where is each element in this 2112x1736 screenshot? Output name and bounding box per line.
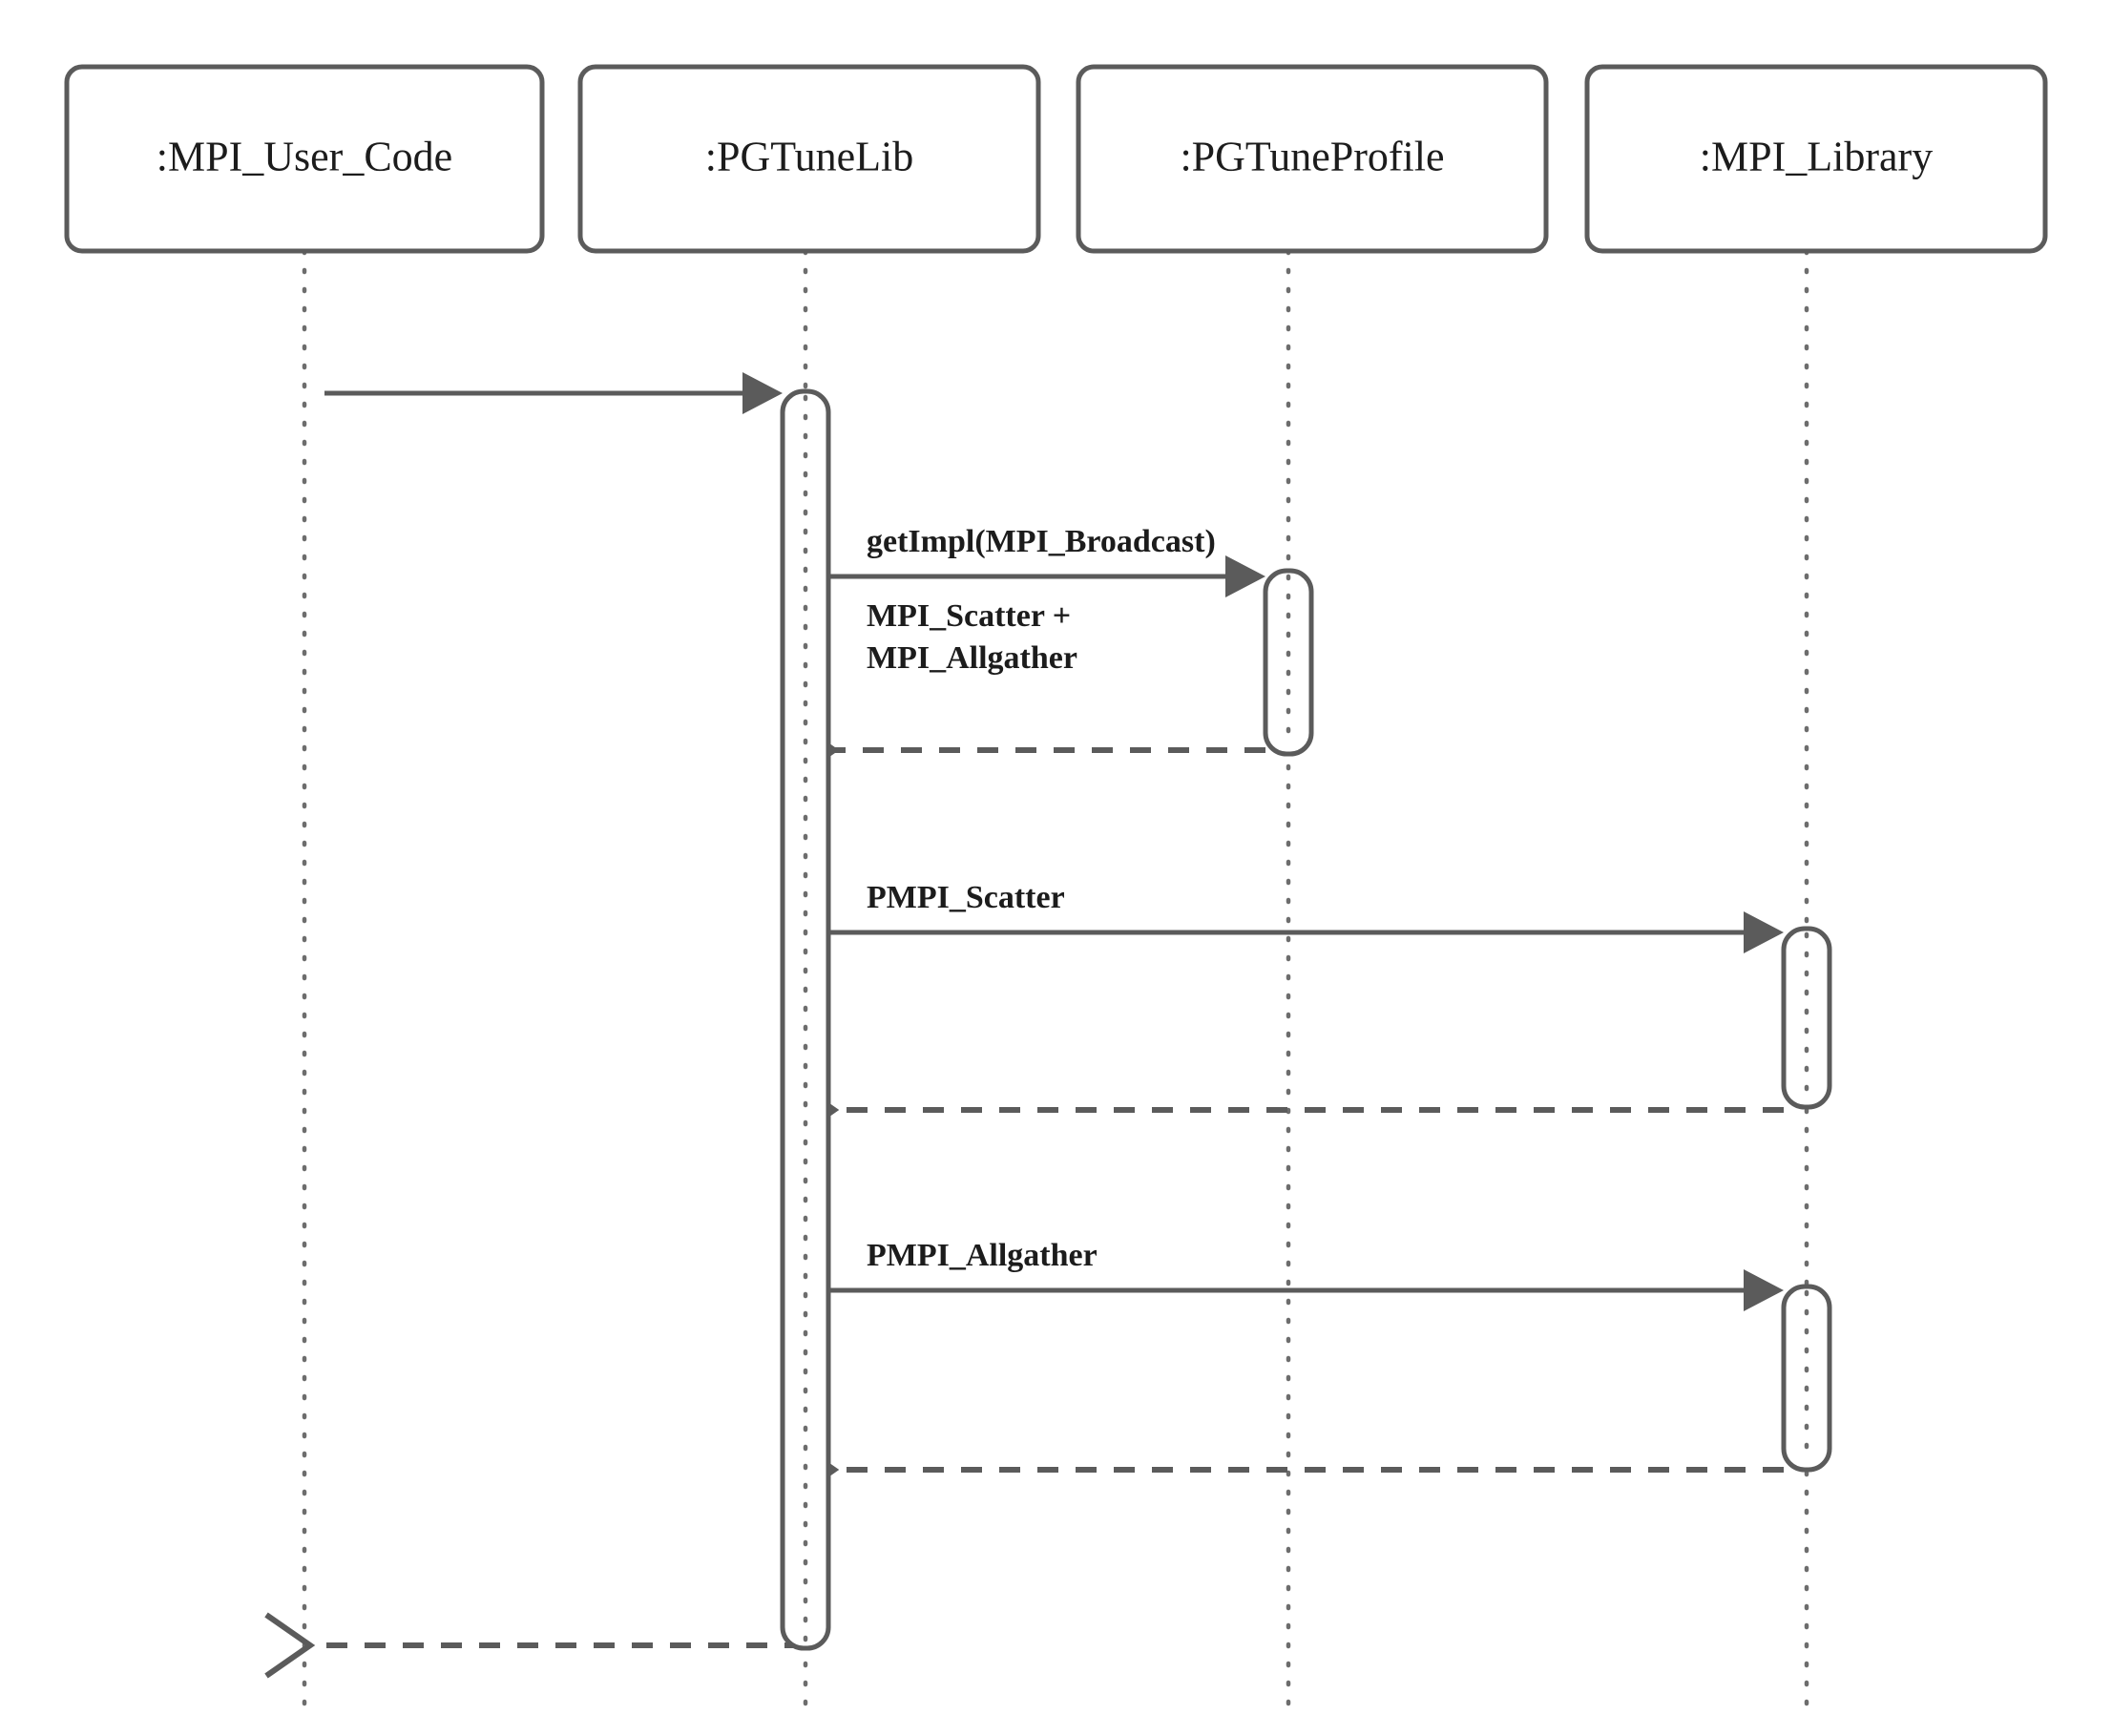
- participant-label-mpilib: :MPI_Library: [1700, 134, 1933, 180]
- arrowhead-filled-msg-pmpi-scatter: [1744, 911, 1784, 953]
- activations-group: [780, 388, 1832, 1651]
- participant-box-pgtuneprof[interactable]: [1076, 64, 1549, 254]
- arrowhead-filled-msg-invoke: [742, 372, 783, 414]
- arrowhead-filled-msg-pmpi-allgather: [1744, 1269, 1784, 1311]
- message-label-msg-return-impl: MPI_Scatter + MPI_Allgather: [867, 598, 1077, 676]
- message-label-line: PMPI_Scatter: [867, 880, 1065, 915]
- participant-box-pgtunelib[interactable]: [577, 64, 1041, 254]
- activation-bar-pgtuneprof: [1263, 568, 1314, 757]
- participant-label-pgtunelib: :PGTuneLib: [705, 134, 913, 180]
- participant-box-mpilib[interactable]: [1584, 64, 2048, 254]
- arrowhead-filled-msg-getimpl: [1225, 555, 1265, 597]
- participants-group: :MPI_User_Code :PGTuneLib :PGTuneProfile :M…: [64, 64, 2048, 254]
- arrowhead-open-msg-return-user: [264, 1612, 316, 1679]
- participant-box-user_code[interactable]: [64, 64, 545, 254]
- lifelines-group: [302, 248, 1809, 1711]
- message-label-msg-getimpl: getImpl(MPI_Broadcast): [867, 524, 1216, 559]
- participant-label-pgtuneprof: :PGTuneProfile: [1180, 134, 1444, 180]
- message-label-line: MPI_Scatter +: [867, 598, 1071, 634]
- message-label-msg-pmpi-scatter: PMPI_Scatter: [867, 880, 1065, 915]
- message-label-line: PMPI_Allgather: [867, 1238, 1098, 1273]
- message-label-line: getImpl(MPI_Broadcast): [867, 524, 1216, 559]
- activation-bar-mpilib: [1781, 1284, 1832, 1473]
- participant-label-user_code: :MPI_User_Code: [157, 134, 452, 180]
- message-label-line: MPI_Allgather: [867, 640, 1077, 676]
- messages-group: [264, 372, 1784, 1679]
- activation-bar-mpilib: [1781, 926, 1832, 1110]
- message-labels-group: getImpl(MPI_Broadcast) MPI_Scatter + MPI_A…: [867, 524, 1216, 1273]
- message-label-msg-pmpi-allgather: PMPI_Allgather: [867, 1238, 1098, 1273]
- activation-bar-pgtunelib: [780, 388, 831, 1651]
